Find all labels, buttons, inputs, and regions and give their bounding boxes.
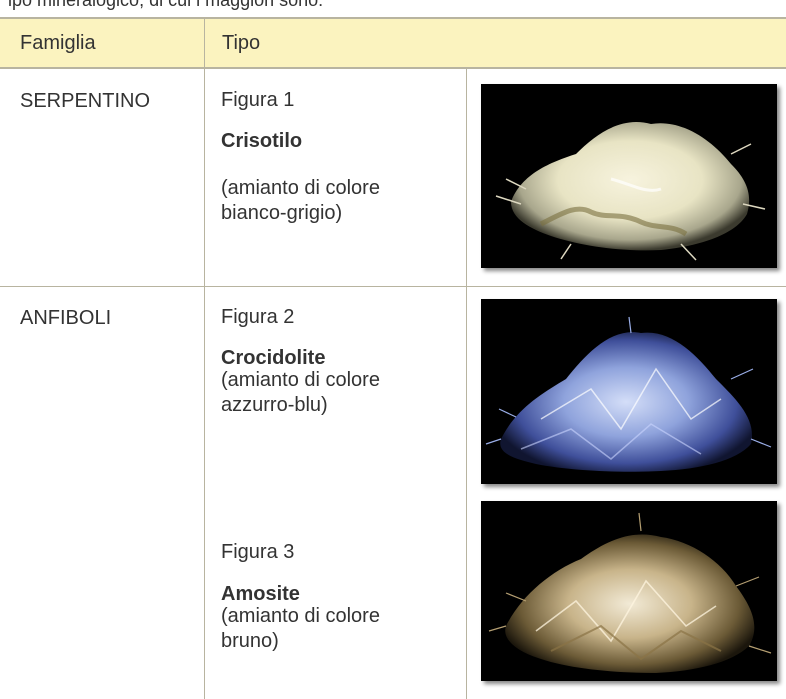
figure-1-label: Figura 1 [221,89,295,111]
table-header: Famiglia Tipo [0,17,786,69]
crocidolite-desc-2: azzurro-blu) [221,394,328,416]
family-serpentino: SERPENTINO [20,90,151,112]
family-anfiboli: ANFIBOLI [20,307,112,329]
figure-3-label: Figura 3 [221,541,295,563]
crisotilo-desc-1: (amianto di colore [221,177,380,199]
header-tipo: Tipo [222,32,261,54]
amosite-desc-1: (amianto di colore [221,605,380,627]
amosite-name: Amosite [221,583,300,605]
crocidolite-photo [481,299,777,484]
header-famiglia: Famiglia [20,32,96,54]
crocidolite-name: Crocidolite [221,347,326,369]
amosite-desc-2: bruno) [221,630,279,652]
crocidolite-desc-1: (amianto di colore [221,369,380,391]
asbestos-table: Famiglia Tipo SERPENTINO Figura 1 Crisot… [0,17,786,699]
figure-2-label: Figura 2 [221,306,295,328]
amosite-photo [481,501,777,681]
crisotilo-photo [481,84,777,268]
caption-text: ipo mineralogico, di cui i maggiori sono… [8,0,324,10]
col-divider-2 [466,69,467,699]
crisotilo-name: Crisotilo [221,130,303,152]
crisotilo-desc-2: bianco-grigio) [221,202,343,224]
col-divider-1 [204,17,205,699]
row-divider [0,286,786,287]
